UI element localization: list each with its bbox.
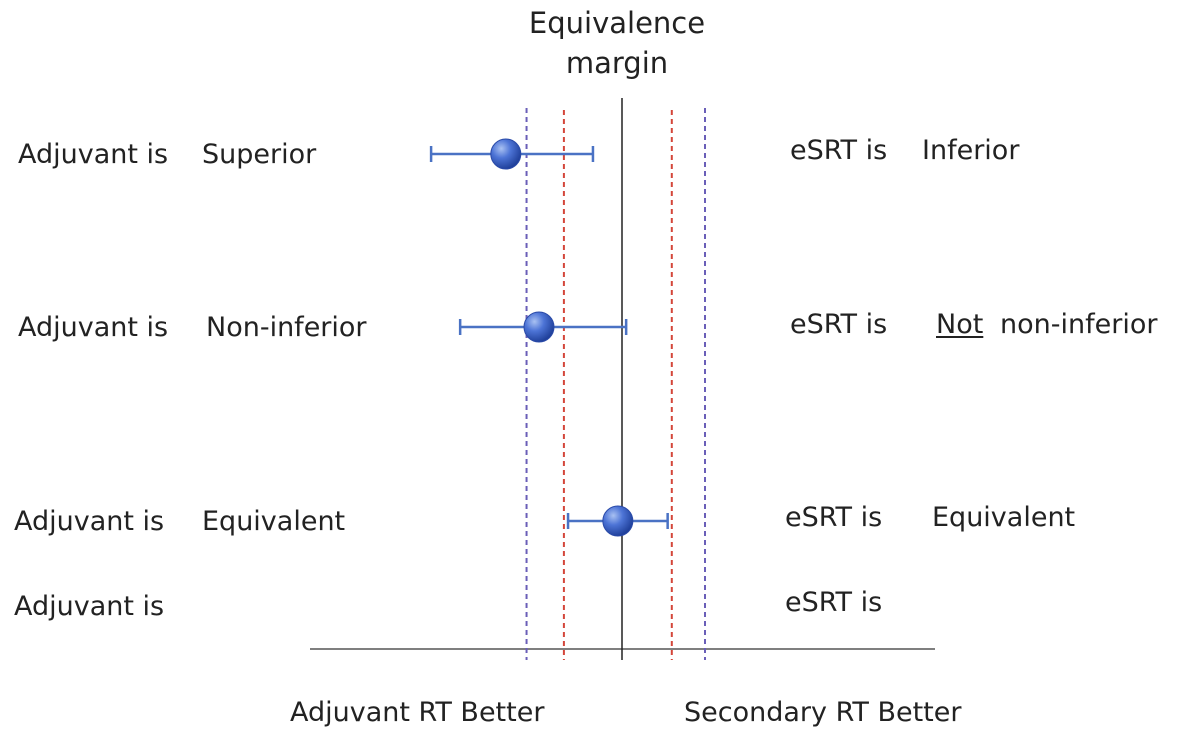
- row-3-right-prefix: eSRT is: [785, 502, 883, 533]
- axis-left-label: Adjuvant RT Better: [290, 697, 545, 728]
- title-line-1: Equivalence: [528, 6, 706, 40]
- row-1-left-prefix: Adjuvant is: [18, 139, 169, 170]
- estimate-point-row-3: [602, 505, 634, 537]
- row-4-right-prefix: eSRT is: [785, 587, 883, 618]
- row-1-right-prefix: eSRT is: [790, 135, 888, 166]
- row-3-left-verdict: Equivalent: [202, 506, 346, 537]
- row-2-right-prefix: eSRT is: [790, 309, 888, 340]
- row-2-right-verdict-underlined: Not: [936, 309, 984, 340]
- estimate-point-row-1: [490, 138, 522, 170]
- row-3-right-verdict: Equivalent: [932, 502, 1076, 533]
- row-1-right-verdict: Inferior: [922, 135, 1020, 166]
- row-3-left-prefix: Adjuvant is: [14, 506, 165, 537]
- row-2-left-verdict: Non-inferior: [206, 312, 367, 343]
- row-2-right-verdict: non-inferior: [1000, 309, 1158, 340]
- row-4-left-prefix: Adjuvant is: [14, 591, 165, 622]
- row-2-left-prefix: Adjuvant is: [18, 312, 169, 343]
- estimate-point-row-2: [523, 311, 555, 343]
- axis-right-label: Secondary RT Better: [684, 697, 962, 728]
- title-line-2: margin: [565, 46, 669, 80]
- row-1-left-verdict: Superior: [202, 139, 317, 170]
